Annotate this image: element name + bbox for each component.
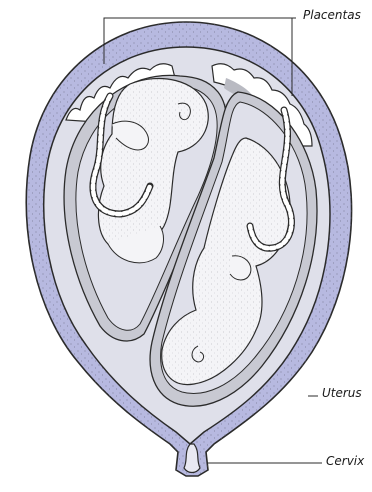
cervix-label: Cervix (326, 454, 364, 468)
uterus-label: Uterus (322, 386, 362, 400)
placentas-label: Placentas (303, 8, 361, 22)
